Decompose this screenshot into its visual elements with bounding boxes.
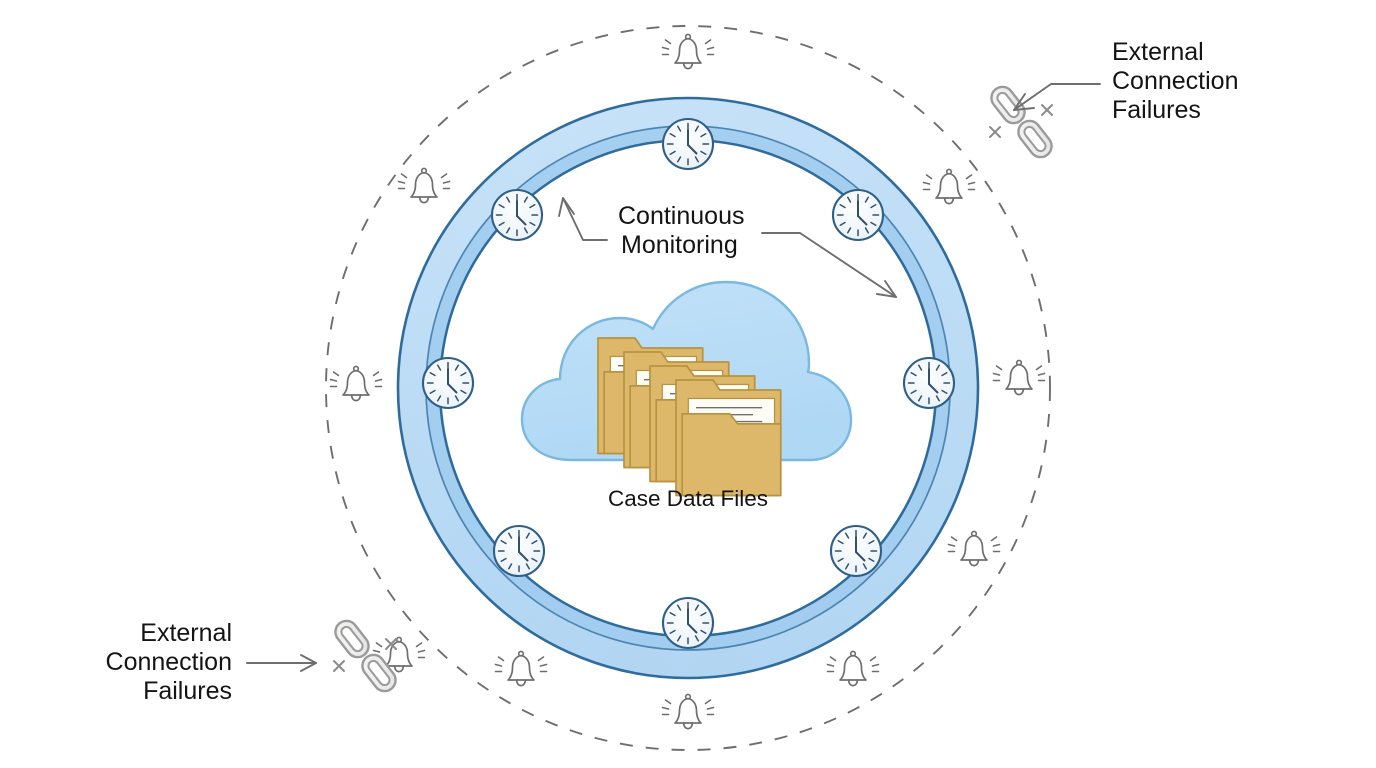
monitoring-arrow-right — [761, 232, 897, 298]
external-failures-bl-line2: Connection — [106, 648, 232, 676]
clock-icon — [831, 188, 885, 242]
external-failures-bl-line3: Failures — [143, 677, 232, 705]
bell-icon — [947, 530, 1001, 567]
external-failures-tr-line2: Connection — [1112, 67, 1238, 95]
bell-icon — [661, 33, 715, 70]
case-data-files-label: Case Data Files — [608, 486, 768, 511]
bell-icon — [661, 693, 715, 730]
clock-icon — [661, 117, 715, 171]
external-failures-tr-line3: Failures — [1112, 96, 1201, 124]
monitoring-arrow-right-head — [876, 280, 897, 298]
external-failures-bl-line1: External — [140, 619, 232, 647]
clock-icon — [490, 188, 544, 242]
broken-chain-icon — [985, 81, 1058, 163]
dashed-outer-circle — [325, 25, 1051, 751]
bell-icon — [494, 650, 548, 687]
continuous-monitoring-line2: Monitoring — [621, 231, 738, 259]
clock-icon — [661, 596, 715, 650]
bell-icon — [922, 168, 976, 205]
bell-icon — [329, 365, 383, 402]
bell-icon — [397, 167, 451, 204]
external-failures-top-right: External Connection Failures — [985, 38, 1238, 163]
clock-icon — [421, 356, 475, 410]
monitoring-arrow-left — [562, 197, 608, 241]
external-failures-arrow-bl-head — [300, 654, 317, 672]
bell-icon — [826, 650, 880, 687]
external-failures-arrow-tr — [1013, 83, 1101, 111]
continuous-monitoring-annotation: Continuous Monitoring — [558, 197, 897, 298]
external-failures-bottom-left: External Connection Failures — [106, 615, 402, 705]
clock-icon — [492, 524, 546, 578]
folder-4 — [675, 379, 782, 497]
clock-icon — [902, 356, 956, 410]
bell-icon — [992, 359, 1046, 396]
clock-icon — [829, 524, 883, 578]
continuous-monitoring-line1: Continuous — [618, 202, 744, 230]
external-failures-arrow-tr-head — [1013, 93, 1035, 111]
external-failures-tr-line1: External — [1112, 38, 1204, 66]
monitoring-arrow-left-head — [558, 197, 575, 217]
